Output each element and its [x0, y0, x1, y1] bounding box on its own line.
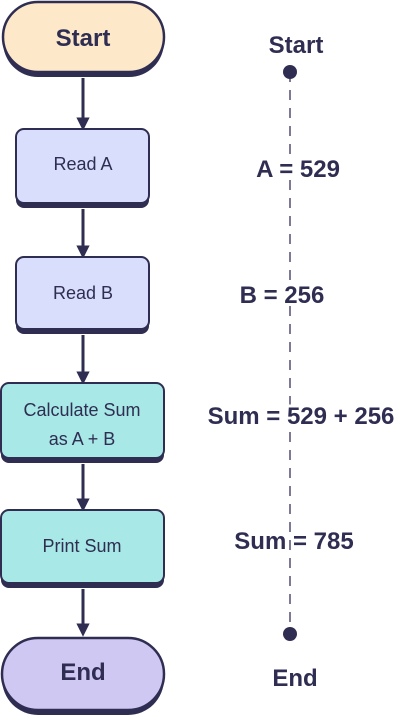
calculate-sum-node: Calculate Sum as A + B [0, 382, 165, 463]
trace-b-value: B = 256 [240, 282, 325, 309]
trace-start-label: Start [269, 32, 324, 59]
trace-end-label: End [272, 665, 317, 692]
start-node-label: Start [56, 25, 111, 52]
print-sum-node: Print Sum [0, 509, 165, 588]
end-node-label: End [60, 659, 105, 686]
print-sum-node-label: Print Sum [42, 536, 121, 556]
trace-a-value: A = 529 [256, 156, 340, 183]
trace-sum-expression: Sum = 529 + 256 [208, 403, 395, 430]
read-a-node: Read A [15, 128, 150, 208]
read-b-node: Read B [15, 256, 150, 334]
read-b-node-label: Read B [53, 283, 113, 303]
read-a-node-label: Read A [53, 154, 112, 174]
start-node: Start [1, 0, 166, 77]
trace-sum-result: Sum = 785 [234, 528, 353, 555]
trace-start-dot [283, 65, 297, 79]
trace-end-dot [283, 627, 297, 641]
end-node: End [0, 636, 166, 715]
calculate-sum-label-line1: Calculate Sum [23, 400, 140, 420]
calculate-sum-label-line2: as A + B [49, 429, 116, 449]
